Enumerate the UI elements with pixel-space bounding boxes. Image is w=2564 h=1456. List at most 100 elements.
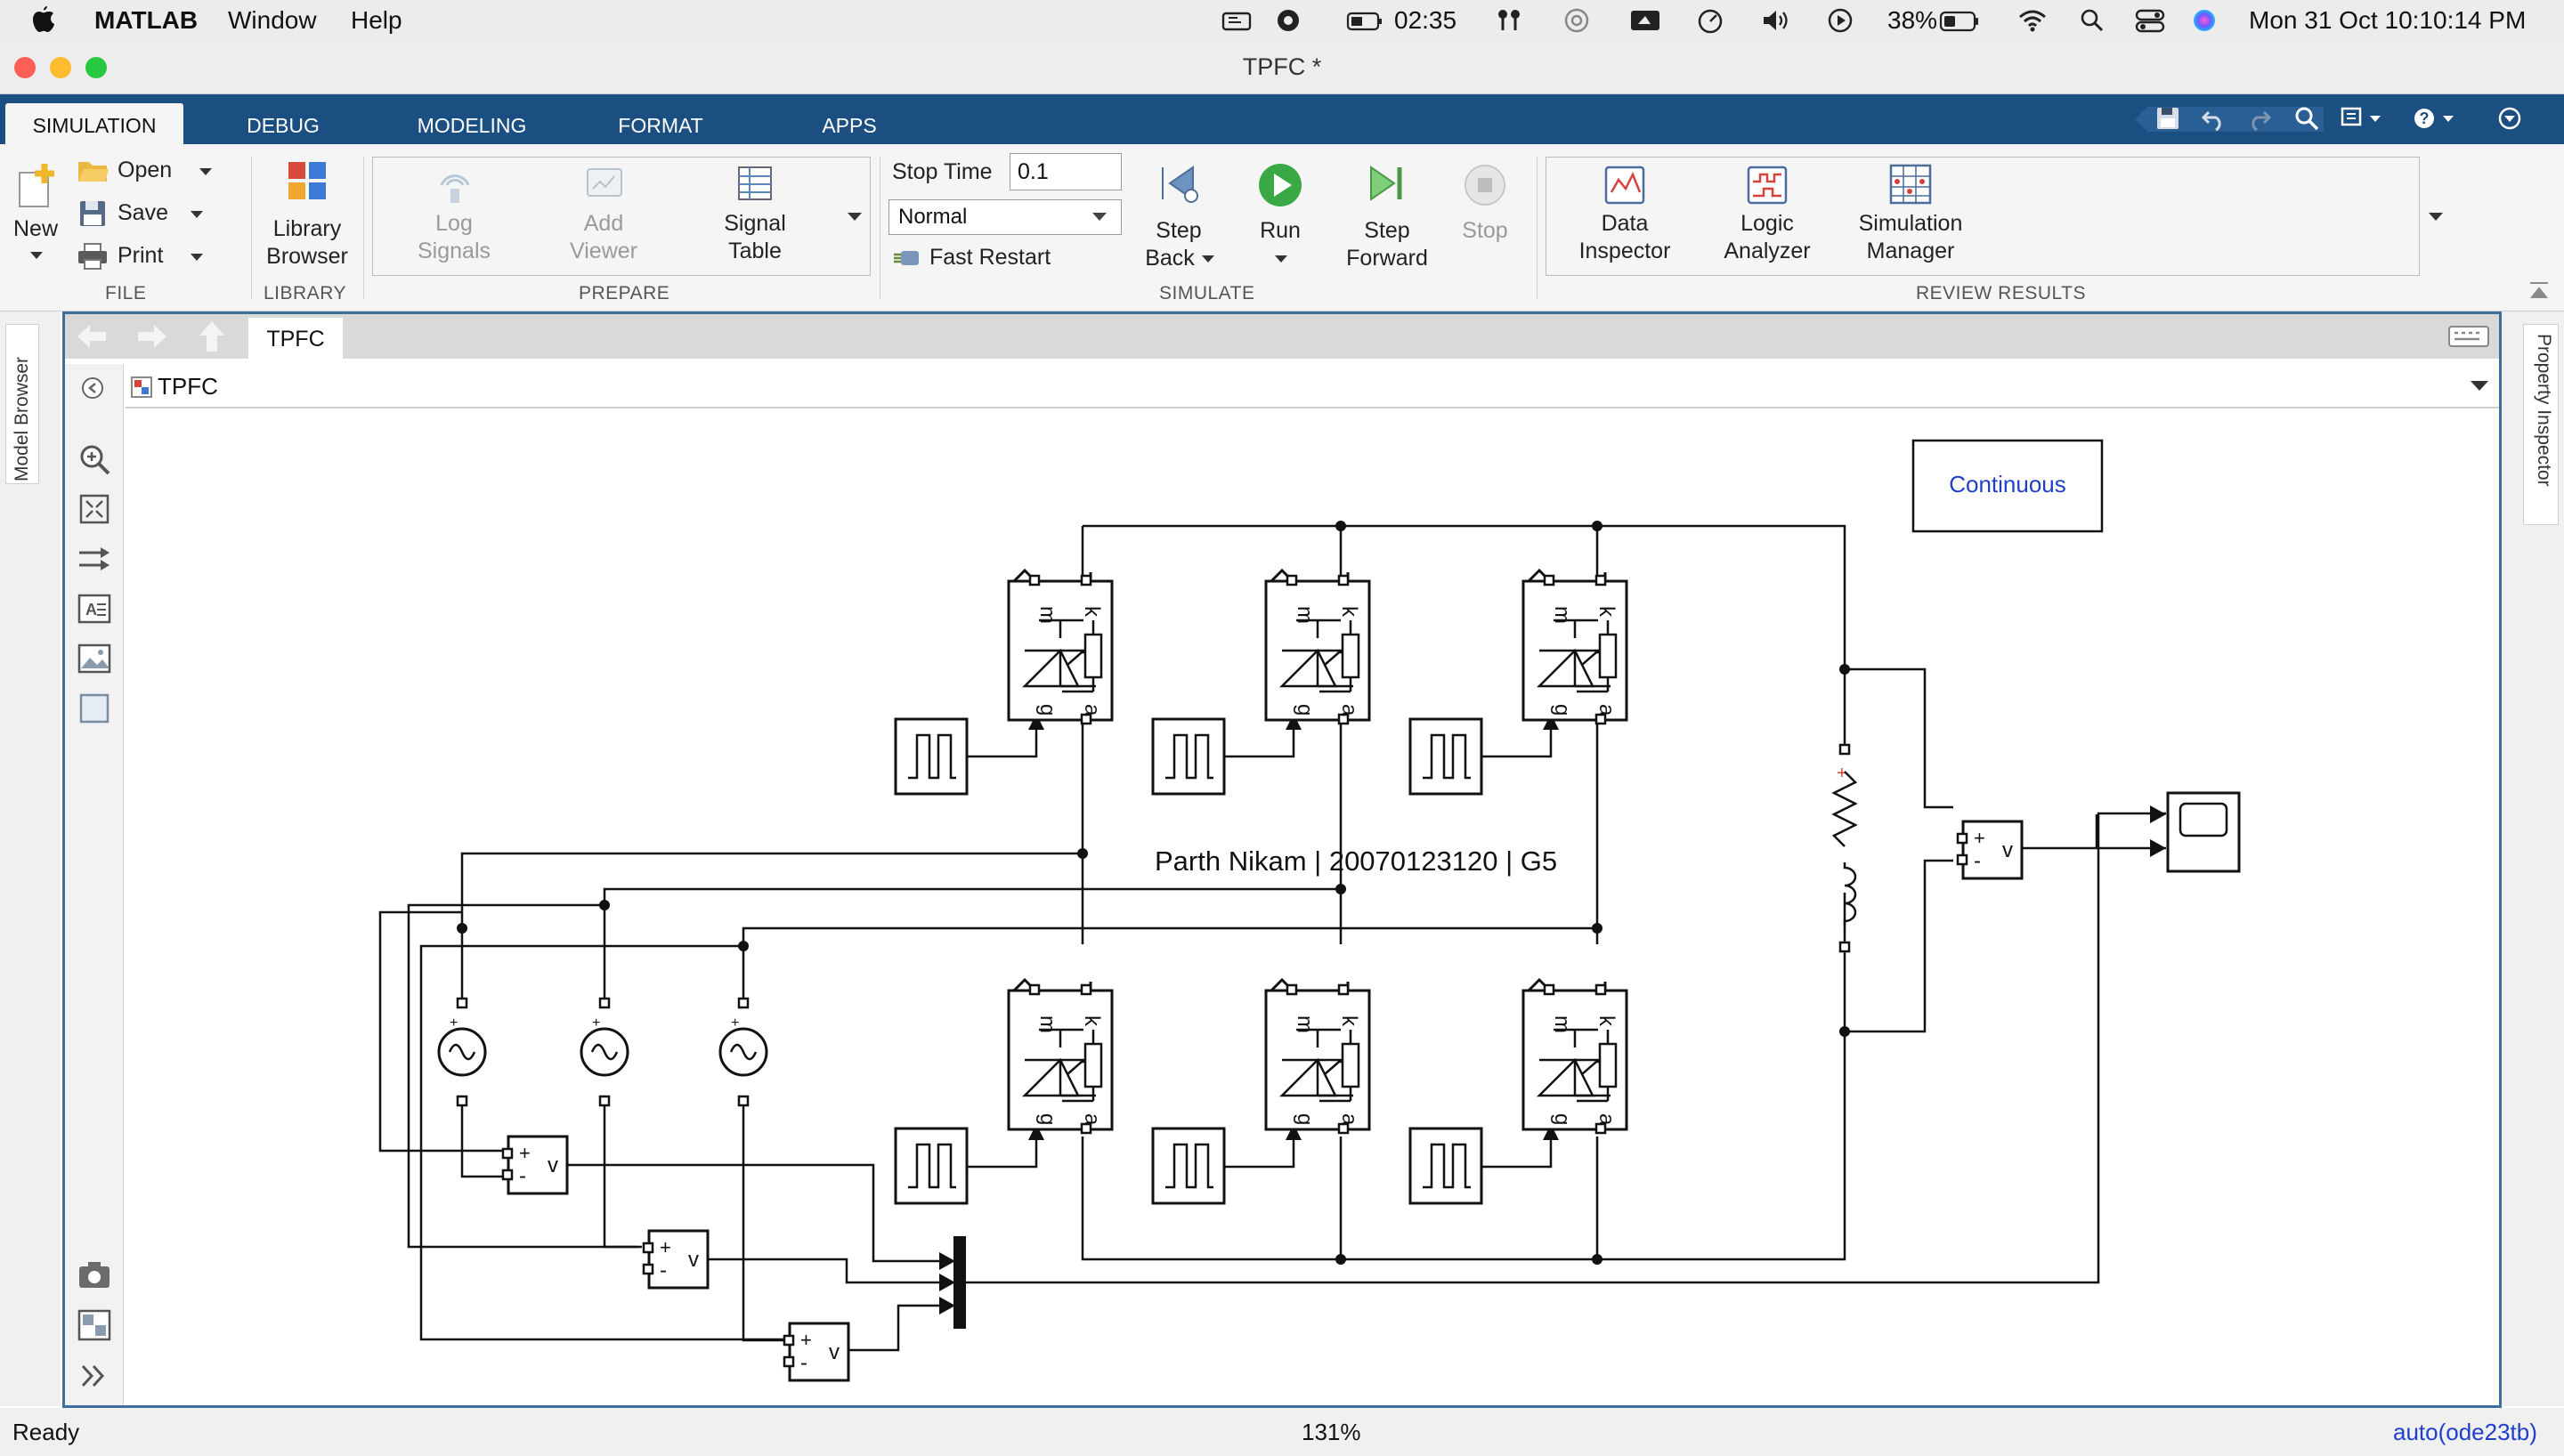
help-menu[interactable]: Help — [351, 6, 402, 34]
address-dropdown-icon[interactable] — [2469, 378, 2490, 394]
prepare-expand-icon[interactable] — [846, 210, 864, 224]
print-button[interactable]: Print — [118, 243, 164, 268]
focus-icon[interactable] — [1563, 7, 1590, 34]
find-icon[interactable] — [2293, 105, 2320, 132]
fast-restart-icon[interactable] — [892, 247, 924, 269]
new-dropdown-icon[interactable] — [28, 249, 45, 262]
model-browser-tab[interactable]: Model Browser — [5, 324, 39, 484]
tab-apps[interactable]: APPS — [822, 114, 877, 137]
print-icon[interactable] — [77, 242, 109, 271]
open-button[interactable]: Open — [118, 158, 173, 182]
save-button[interactable]: Save — [118, 200, 168, 225]
run-icon[interactable] — [1257, 162, 1303, 208]
thyristor-a-upper[interactable] — [1007, 569, 1114, 725]
forward-arrow-icon[interactable] — [134, 321, 170, 352]
powergui-block[interactable] — [1911, 439, 2104, 533]
window-menu[interactable]: Window — [228, 6, 317, 34]
stop-time-input[interactable]: 0.1 — [1010, 153, 1122, 190]
review-expand-icon[interactable] — [2427, 210, 2445, 224]
voltage-measurement-a[interactable] — [501, 1135, 569, 1195]
annotation-icon[interactable]: A — [77, 592, 111, 626]
zoom-level[interactable]: 131% — [1302, 1419, 1361, 1445]
pulse-generator-5[interactable] — [1151, 1127, 1226, 1205]
remote-desktop-icon[interactable] — [1629, 8, 1661, 33]
step-back-icon[interactable] — [1157, 162, 1200, 205]
pulse-generator-2[interactable] — [1151, 717, 1226, 796]
fast-restart-checkbox[interactable]: Fast Restart — [929, 245, 1051, 270]
expand-palette-icon[interactable] — [77, 1363, 111, 1389]
property-inspector-tab[interactable]: Property Inspector — [2523, 324, 2559, 525]
solver-link[interactable]: auto(ode23tb) — [2393, 1419, 2537, 1445]
pulse-generator-6[interactable] — [1408, 1127, 1483, 1205]
ac-voltage-source-b[interactable] — [580, 997, 629, 1107]
aperture-icon[interactable] — [1275, 7, 1302, 34]
control-center-icon[interactable] — [2135, 8, 2165, 33]
ac-voltage-source-a[interactable] — [437, 997, 487, 1107]
pulse-generator-1[interactable] — [894, 717, 969, 796]
step-forward-icon[interactable] — [1364, 162, 1407, 205]
open-dropdown-icon[interactable] — [198, 166, 214, 178]
tab-format[interactable]: FORMAT — [618, 114, 703, 137]
minimize-window-button[interactable] — [50, 57, 71, 78]
pulse-generator-3[interactable] — [1408, 717, 1483, 796]
apple-icon[interactable] — [30, 6, 57, 35]
simulation-mode-select[interactable]: Normal — [888, 199, 1122, 235]
library-browser-icon[interactable] — [287, 160, 328, 201]
save-dropdown-icon[interactable] — [189, 208, 205, 221]
voltage-measurement-c[interactable] — [783, 1322, 850, 1382]
spotlight-search-icon[interactable] — [2080, 8, 2105, 33]
airpods-icon[interactable] — [1496, 7, 1522, 34]
thyristor-b-lower[interactable] — [1264, 978, 1371, 1135]
pulse-generator-4[interactable] — [894, 1127, 969, 1205]
compare-icon[interactable] — [2340, 105, 2386, 132]
tab-modeling[interactable]: MODELING — [417, 114, 527, 137]
breadcrumb-tpfc[interactable]: TPFC — [158, 373, 218, 400]
image-icon[interactable] — [77, 642, 111, 675]
zoom-icon[interactable] — [77, 442, 111, 476]
voltage-measurement-load[interactable] — [1956, 820, 2024, 880]
signal-line-icon[interactable] — [77, 542, 111, 576]
app-menu[interactable]: MATLAB — [94, 6, 199, 34]
thyristor-a-lower[interactable] — [1007, 978, 1114, 1135]
zoom-window-button[interactable] — [85, 57, 107, 78]
tab-debug[interactable]: DEBUG — [247, 114, 320, 137]
minimize-ribbon-icon[interactable] — [2527, 278, 2552, 303]
hide-explorer-bar-icon[interactable] — [77, 375, 110, 401]
scope-block[interactable] — [2166, 791, 2241, 873]
tab-simulation[interactable]: SIMULATION — [5, 103, 183, 144]
open-folder-icon[interactable] — [77, 157, 109, 185]
property-inspector-small-icon[interactable] — [77, 1309, 111, 1341]
thyristor-c-lower[interactable] — [1521, 978, 1628, 1135]
close-window-button[interactable] — [14, 57, 36, 78]
save-icon[interactable] — [2154, 105, 2181, 132]
new-button[interactable]: New — [12, 216, 58, 241]
author-annotation[interactable]: Parth Nikam | 20070123120 | G5 — [1155, 845, 1557, 877]
thyristor-b-upper[interactable] — [1264, 569, 1371, 725]
new-icon[interactable] — [14, 160, 59, 208]
wifi-icon[interactable] — [2017, 9, 2048, 32]
rl-load[interactable]: + — [1831, 743, 1858, 953]
siri-icon[interactable] — [2192, 8, 2217, 33]
battery-icon[interactable] — [1939, 11, 1980, 32]
run-button[interactable]: Run — [1260, 218, 1301, 243]
area-icon[interactable] — [77, 692, 111, 725]
ac-voltage-source-c[interactable] — [718, 997, 768, 1107]
voltage-measurement-b[interactable] — [642, 1229, 710, 1290]
redo-icon[interactable] — [2245, 105, 2272, 132]
screenshot-camera-icon[interactable] — [77, 1259, 111, 1290]
collapse-ribbon-icon[interactable] — [2496, 105, 2523, 132]
mux-block[interactable] — [953, 1236, 966, 1329]
keyboard-icon[interactable] — [2447, 325, 2490, 348]
undo-icon[interactable] — [2201, 105, 2227, 132]
save-ribbon-icon[interactable] — [77, 199, 109, 228]
step-back-dropdown-icon[interactable] — [1200, 253, 1216, 265]
stop-button[interactable]: Stop — [1462, 218, 1508, 243]
